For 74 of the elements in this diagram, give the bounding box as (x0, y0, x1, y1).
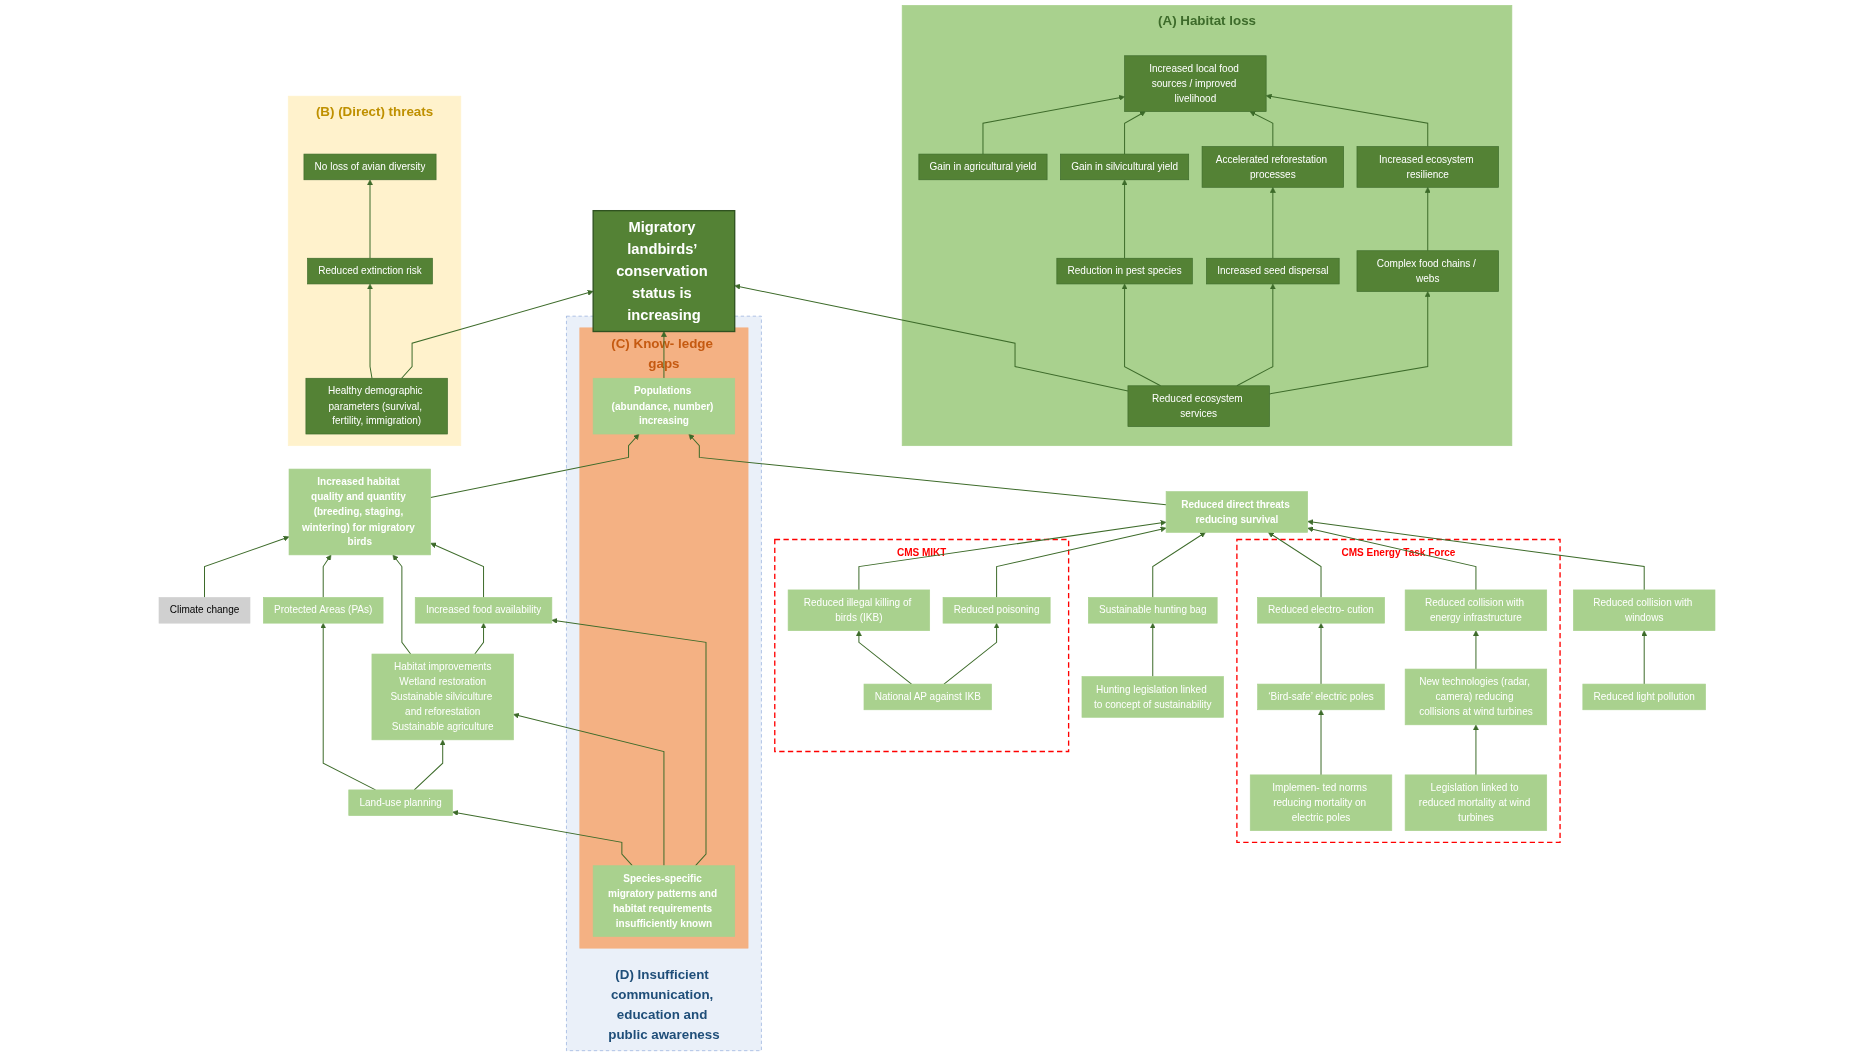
node-box: Protected Areas (PAs) (263, 597, 384, 624)
node-box: Complex food chains / webs (1356, 250, 1499, 292)
arrow (204, 535, 290, 598)
node-box: Reduced collision with windows (1573, 589, 1716, 631)
arrow (858, 520, 1167, 591)
node-box: Reduced collision with energy infrastructure (1404, 589, 1548, 631)
node-box: Increased local food sources / improved livelihood (1124, 55, 1267, 112)
node-box: Reduced light pollution (1582, 683, 1706, 711)
arrow (1318, 709, 1324, 776)
node-box: Habitat improvements Wetland restoration Sustainable silviculture and reforestation Sustainable agriculture (371, 653, 514, 741)
arrow (513, 712, 665, 867)
arrow (1473, 630, 1479, 670)
node-box: Migratory landbirds’ conservation status is increasing (592, 210, 736, 333)
node-box: New technologies (radar, camera) reducing collisions at wind turbines (1404, 668, 1548, 726)
arrow (392, 554, 412, 655)
arrow (1269, 291, 1431, 395)
node-box: Increased food availability (414, 597, 553, 624)
node-box: Hunting legislation linked to concept of sustainability (1081, 676, 1224, 718)
arrow (413, 739, 446, 791)
node-box: No loss of avian diversity (303, 153, 437, 181)
node-box: Reduced ecosystem services (1127, 385, 1270, 427)
arrow (982, 94, 1125, 155)
node-box: Reduced illegal killing of birds (IKB) (787, 589, 930, 631)
arrow (551, 618, 707, 867)
node-box: Legislation linked to reduced mortality at wind turbines (1404, 774, 1548, 831)
arrow (855, 630, 913, 685)
arrow (1424, 187, 1431, 252)
node-box: Healthy demographic parameters (survival, fertility, immigration) (305, 377, 448, 435)
arrow (1152, 532, 1206, 598)
node-box: Reduced extinction risk (307, 257, 433, 285)
node-box: Increased ecosystem resilience (1356, 146, 1499, 188)
node-box: Gain in silvicultural yield (1060, 153, 1190, 181)
node-box: Climate change (158, 597, 251, 624)
node-box: Land-use planning (348, 789, 453, 816)
arrow (1318, 622, 1324, 685)
arrow (1268, 532, 1322, 598)
node-box: Sustainable hunting bag (1088, 597, 1218, 624)
node-box: Increased habitat quality and quantity (breeding, staging, wintering) for migratory birds (288, 468, 431, 556)
node-box: Reduction in pest species (1056, 257, 1193, 285)
arrow (322, 554, 332, 598)
arrow (452, 810, 633, 867)
arrow (734, 283, 1129, 392)
arrow (1236, 283, 1276, 387)
arrow (688, 433, 1167, 506)
arrow (1641, 630, 1648, 685)
arrow (1307, 526, 1477, 591)
node-box: Reduced poisoning (942, 597, 1051, 624)
node-box: Gain in agricultural yield (918, 153, 1048, 181)
arrow (1269, 187, 1276, 259)
arrow (430, 433, 640, 499)
node-box: Accelerated reforestation processes (1201, 146, 1344, 188)
arrow (367, 283, 373, 379)
arrow (320, 622, 376, 791)
arrow (996, 526, 1167, 598)
node-box: Implemen- ted norms reducing mortality on electric poles (1249, 774, 1393, 831)
node-box: Increased seed dispersal (1206, 257, 1340, 285)
node-box: ‘Bird-safe’ electric poles (1257, 683, 1385, 711)
arrow (1121, 179, 1128, 259)
node-box: Populations (abundance, number) increasing (592, 377, 736, 435)
arrow (367, 179, 373, 259)
node-box: Species-specific migratory patterns and habitat requirements insufficiently known (592, 865, 736, 937)
arrow (1265, 93, 1429, 148)
arrow (1473, 724, 1479, 776)
node-box: Reduced electro- cution (1257, 597, 1385, 624)
arrow (1249, 111, 1274, 148)
arrow (430, 542, 485, 598)
arrow (401, 290, 594, 379)
arrow (943, 622, 1000, 685)
arrow (1149, 622, 1156, 678)
arrow (474, 622, 487, 655)
node-box: Reduced direct threats reducing survival (1165, 491, 1308, 533)
arrow (1307, 519, 1645, 591)
node-box: National AP against IKB (863, 683, 992, 711)
arrow (1124, 111, 1146, 155)
